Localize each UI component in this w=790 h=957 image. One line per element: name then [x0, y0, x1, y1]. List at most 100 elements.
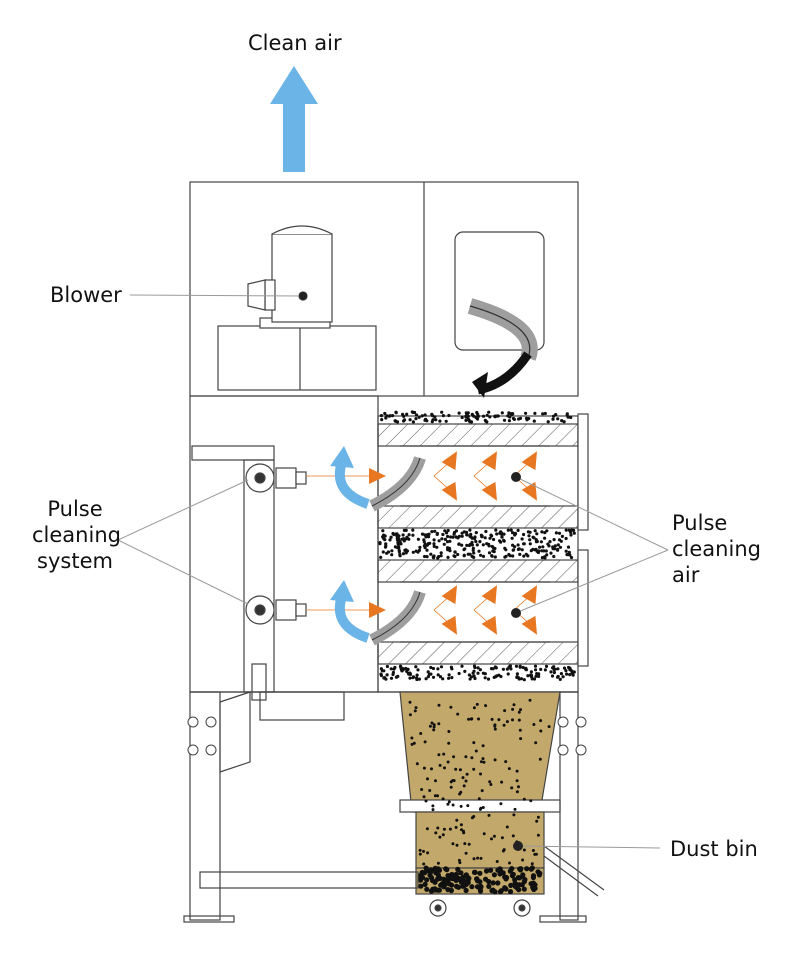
dust-particle: [428, 869, 434, 875]
dust-particle: [469, 420, 474, 424]
pulse-arrow-head: [441, 451, 457, 471]
dust-particle: [544, 549, 548, 553]
dust-particle: [561, 675, 565, 679]
dust-particle: [543, 411, 547, 416]
dust-particle: [390, 553, 394, 557]
dust-particle: [524, 866, 530, 872]
dust-particle: [469, 717, 473, 721]
dust-particle: [502, 848, 506, 852]
dust-particle: [473, 537, 477, 541]
dust-particle: [467, 673, 471, 677]
dust-particle: [447, 673, 451, 677]
dust-particle: [526, 674, 530, 678]
dust-particle: [479, 533, 483, 537]
dust-particle: [447, 676, 451, 680]
dust-particle: [556, 674, 560, 679]
dust-particle: [462, 530, 466, 534]
dust-particle: [438, 882, 444, 888]
dust-particle: [455, 843, 459, 847]
dust-particle: [465, 879, 471, 886]
dust-particle: [516, 543, 520, 547]
dust-particle: [517, 866, 523, 872]
dust-particle: [476, 414, 480, 418]
dust-particle: [434, 418, 438, 422]
dust-particle: [379, 667, 383, 671]
dust-particle: [410, 410, 414, 414]
dust-particle: [536, 549, 540, 554]
dust-particle: [423, 740, 427, 744]
dust-particle: [508, 664, 512, 668]
dust-particle: [528, 673, 533, 677]
dust-particle: [513, 531, 517, 535]
dust-particle: [385, 551, 389, 555]
dust-particle: [528, 538, 532, 542]
dust-particle: [430, 420, 434, 424]
dust-particle: [531, 849, 535, 852]
dust-particle: [427, 532, 431, 536]
dust-particle: [541, 545, 545, 549]
leader-lines: [117, 294, 669, 849]
pulse-system-line-1: Pulse: [47, 497, 103, 521]
dust-particle: [446, 555, 450, 560]
dust-particle: [530, 873, 537, 879]
dust-particle: [380, 418, 384, 422]
dust-particle: [556, 543, 560, 547]
dust-particle: [462, 829, 465, 833]
dust-particle: [439, 551, 443, 555]
dust-particle: [522, 848, 526, 852]
dust-particle: [459, 790, 463, 794]
dust-particle: [458, 870, 464, 876]
dust-particle: [485, 542, 489, 546]
dust-particle: [459, 823, 463, 827]
support-legs: [183, 691, 587, 923]
dust-particle: [476, 671, 480, 675]
dust-particle: [515, 790, 519, 794]
dust-particle: [479, 772, 482, 776]
pulse-manifold: [191, 445, 275, 701]
dust-particle: [424, 886, 430, 892]
dust-particle: [451, 803, 455, 807]
dust-particle: [495, 532, 499, 536]
dust-particle: [500, 535, 504, 539]
dust-particle: [430, 530, 434, 534]
pulse-arrow-head: [369, 602, 386, 618]
dust-particle: [433, 529, 437, 533]
dust-particle: [484, 529, 488, 534]
dust-particle: [433, 870, 439, 876]
return-air-arrow: [467, 298, 538, 398]
dust-particle: [397, 550, 401, 554]
dust-particle: [495, 414, 499, 418]
dust-particle: [481, 757, 485, 761]
dust-particle: [402, 414, 406, 418]
dust-particle: [510, 531, 515, 535]
dust-particle: [383, 538, 387, 542]
dust-particle: [492, 537, 496, 542]
dust-particle: [552, 670, 557, 675]
dust-particle: [533, 411, 537, 415]
dust-particle: [444, 419, 448, 423]
dust-particle: [425, 827, 429, 831]
dust-particle: [500, 780, 504, 784]
dust-particle: [522, 678, 526, 682]
dust-particle: [485, 420, 489, 424]
pulse-air-line-3: air: [672, 563, 700, 587]
dust-particle: [546, 542, 550, 546]
dust-particle: [479, 760, 483, 764]
dust-particle: [491, 546, 496, 550]
dust-particle: [470, 756, 474, 760]
dust-particle: [528, 542, 532, 546]
dust-particle: [456, 536, 460, 540]
dust-particle: [522, 554, 526, 558]
dust-particle: [515, 672, 520, 676]
dust-particle: [533, 529, 537, 533]
dust-particle: [379, 555, 383, 560]
pulse-arrow-head: [521, 451, 537, 471]
dust-particle: [565, 553, 569, 557]
dust-particle: [448, 827, 452, 831]
dust-particle: [468, 528, 472, 532]
dust-particle: [472, 674, 476, 678]
dust-particle: [464, 418, 468, 422]
dust-particle: [543, 536, 547, 540]
dust-particle: [541, 412, 545, 416]
dust-bin-label: Dust bin: [670, 837, 758, 861]
